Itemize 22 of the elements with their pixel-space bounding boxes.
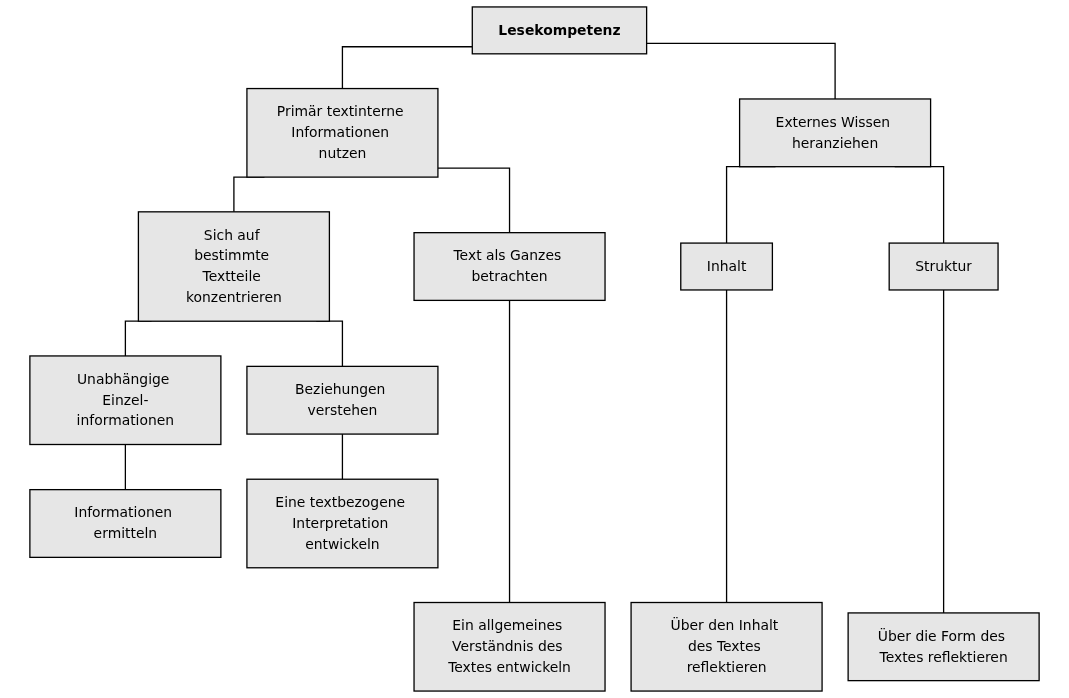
node-box: Primär textinterne Informationen nutzen xyxy=(246,87,439,178)
node-box: Über den Inhalt des Textes reflektieren xyxy=(630,601,823,692)
node-box: Struktur xyxy=(888,242,999,291)
node-box: Über die Form des Textes reflektieren xyxy=(847,612,1040,682)
node-box: Beziehungen verstehen xyxy=(246,365,439,435)
connector xyxy=(124,443,127,491)
connector xyxy=(341,46,473,90)
node-box: Eine textbezogene Interpretation entwickeln xyxy=(246,478,439,569)
node-box: Unabhängige Einzel-informationen xyxy=(29,355,222,446)
node-box: Ein allgemeines Verständnis des Textes entwickeln xyxy=(413,601,606,692)
connector xyxy=(508,299,511,604)
node-box: Sich auf bestimmte Textteile konzentrieren xyxy=(137,211,331,322)
node-box: Inhalt xyxy=(680,242,774,291)
connector xyxy=(725,289,728,604)
connector xyxy=(437,167,511,234)
connector xyxy=(341,433,344,480)
connector xyxy=(942,289,945,614)
node-box: Externes Wissen heranziehen xyxy=(738,98,932,168)
node-box: Text als Ganzes betrachten xyxy=(413,232,606,302)
node-box: Informationen ermitteln xyxy=(29,489,222,558)
connector xyxy=(646,42,836,100)
node-box: Lesekompetenz xyxy=(471,6,648,55)
